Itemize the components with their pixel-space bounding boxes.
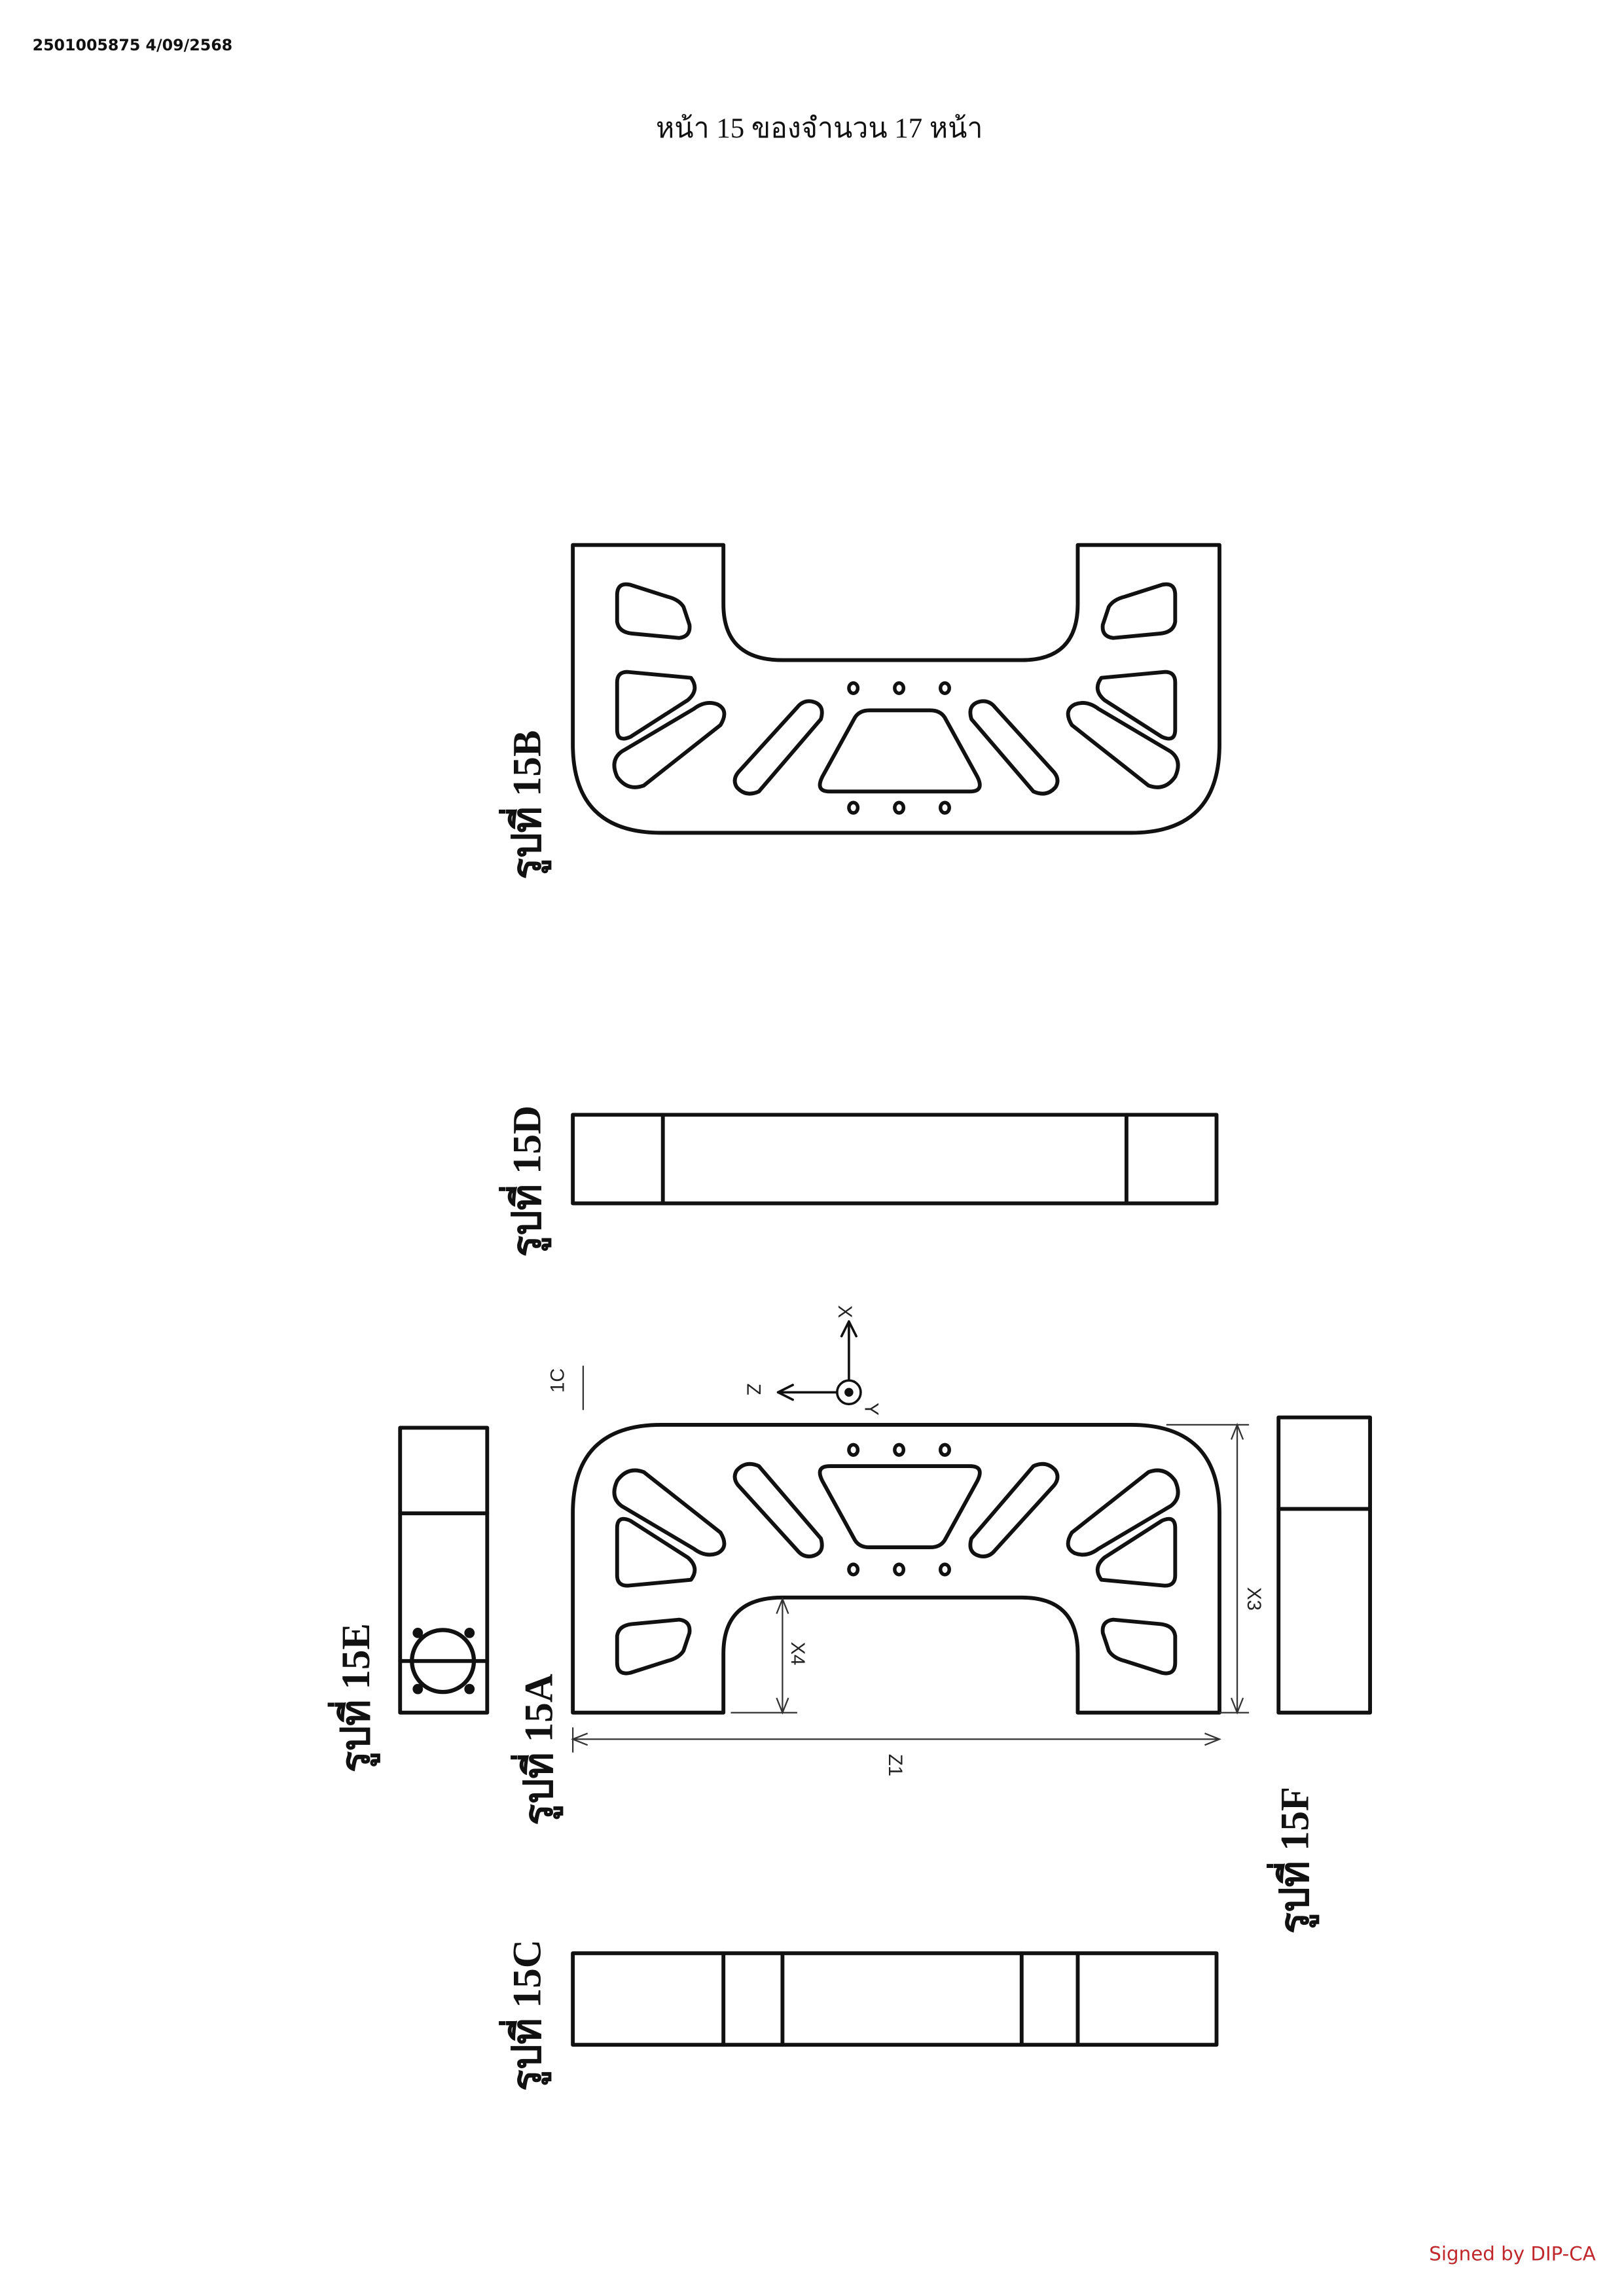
figure-label-15f: รูปที่ 15F <box>1266 1787 1319 1934</box>
dimension-label-z1: Z1 <box>884 1754 906 1776</box>
axis-label-x: X <box>834 1305 856 1318</box>
coordinate-axes: X Z Y <box>742 1305 882 1415</box>
dimension-label-x3: X3 <box>1243 1587 1265 1611</box>
digital-signature: Signed by DIP-CA <box>1429 2242 1596 2265</box>
figure-15e-end-view <box>400 1427 487 1712</box>
axis-label-z: Z <box>742 1384 764 1395</box>
page-title: หน้า 15 ของจำนวน 17 หน้า <box>656 113 983 144</box>
dimension-x3: X3 <box>1166 1425 1265 1713</box>
figure-15c-bottom-view <box>573 1953 1216 2045</box>
dimension-x4: X4 <box>731 1599 808 1713</box>
figure-label-15c: รูปที่ 15C <box>498 1939 551 2091</box>
section-label-1c: 1C <box>547 1368 569 1392</box>
document-id-date: 2501005875 4/09/2568 <box>33 36 233 54</box>
figure-label-15e: รูปที่ 15E <box>327 1623 380 1772</box>
axis-label-y: Y <box>861 1403 882 1416</box>
figure-15f-end-view <box>1278 1418 1370 1713</box>
figure-label-15d: รูปที่ 15D <box>498 1105 551 1257</box>
figure-15b-top-view <box>573 545 1219 833</box>
figure-label-15b: รูปที่ 15B <box>498 730 551 880</box>
dimension-label-x4: X4 <box>787 1641 808 1665</box>
figure-15a-front-view: X Z Y 1C Z1 X3 X4 <box>547 1305 1265 1776</box>
dimension-z1: Z1 <box>573 1727 1219 1776</box>
figure-15d-side-view <box>573 1115 1216 1203</box>
figure-label-15a: รูปที่ 15A <box>511 1674 564 1825</box>
